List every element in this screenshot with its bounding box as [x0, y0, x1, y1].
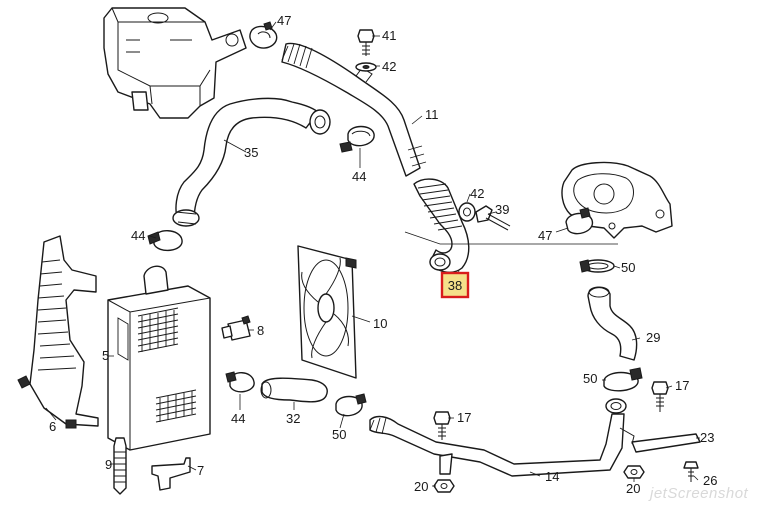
callout-14: 14	[545, 469, 559, 484]
callout-5: 5	[102, 348, 109, 363]
callout-38: 38	[448, 278, 462, 293]
clamp-50-right	[603, 367, 643, 392]
bracket-6	[17, 235, 99, 429]
callout-10: 10	[373, 316, 387, 331]
callout-39: 39	[495, 202, 509, 217]
radiator-5	[107, 265, 211, 451]
callout-6: 6	[49, 419, 56, 434]
clamp-50-lower	[335, 393, 367, 417]
bolt-41	[357, 29, 375, 56]
callout-labels: 47 41 42 11 35 44 42 39 47 50 44 38 10 2…	[49, 13, 717, 496]
callout-42: 42	[470, 186, 484, 201]
sensor-8	[221, 315, 251, 341]
hose-29	[587, 286, 638, 361]
callout-41: 41	[382, 28, 396, 43]
callout-8: 8	[257, 323, 264, 338]
callout-50: 50	[621, 260, 635, 275]
callout-11: 11	[425, 107, 439, 122]
bolt-17-right	[651, 381, 669, 412]
clamp-47-right	[565, 207, 594, 235]
bracket-23	[619, 427, 701, 453]
washer-42	[355, 62, 377, 72]
callout-26: 26	[703, 473, 717, 488]
leader-lines	[45, 21, 700, 487]
hose-32	[260, 377, 328, 403]
callout-32: 32	[286, 411, 300, 426]
reference-line	[404, 231, 618, 245]
radiator-core	[117, 307, 197, 423]
callout-29: 29	[646, 330, 660, 345]
screw-26	[683, 461, 699, 482]
clamp-44-upper	[339, 125, 375, 153]
hose-35	[172, 97, 331, 227]
hose-38	[413, 178, 470, 273]
hose-11	[281, 42, 427, 177]
pipe-14	[369, 398, 627, 477]
callout-35: 35	[244, 145, 258, 160]
callout-9: 9	[105, 457, 112, 472]
callout-38-highlight[interactable]: 38	[440, 271, 470, 299]
callout-47: 47	[538, 228, 552, 243]
nut-20-mid	[433, 479, 455, 493]
fan-10	[297, 245, 357, 379]
clamp-50-upper	[579, 259, 615, 273]
callout-20: 20	[414, 479, 428, 494]
callout-17: 17	[675, 378, 689, 393]
bolt-39	[475, 205, 511, 231]
callout-44: 44	[352, 169, 366, 184]
callout-44: 44	[231, 411, 245, 426]
callout-23: 23	[700, 430, 714, 445]
pin-9	[113, 437, 127, 495]
bolt-17-mid	[433, 411, 451, 440]
washer-42-mid	[458, 202, 476, 222]
bracket-7	[151, 457, 191, 491]
nut-20-right	[623, 465, 645, 479]
clamp-44-left	[147, 230, 183, 251]
hose-clamp	[249, 21, 278, 49]
callout-50: 50	[332, 427, 346, 442]
callout-44: 44	[131, 228, 145, 243]
callout-7: 7	[197, 463, 204, 478]
water-pump-housing	[103, 7, 247, 119]
callout-42: 42	[382, 59, 396, 74]
callout-50: 50	[583, 371, 597, 386]
callout-17: 17	[457, 410, 471, 425]
callout-20: 20	[626, 481, 640, 496]
clamp-44-lower	[225, 371, 255, 393]
callout-47: 47	[277, 13, 291, 28]
watermark-text: jetScreenshot	[648, 485, 749, 502]
